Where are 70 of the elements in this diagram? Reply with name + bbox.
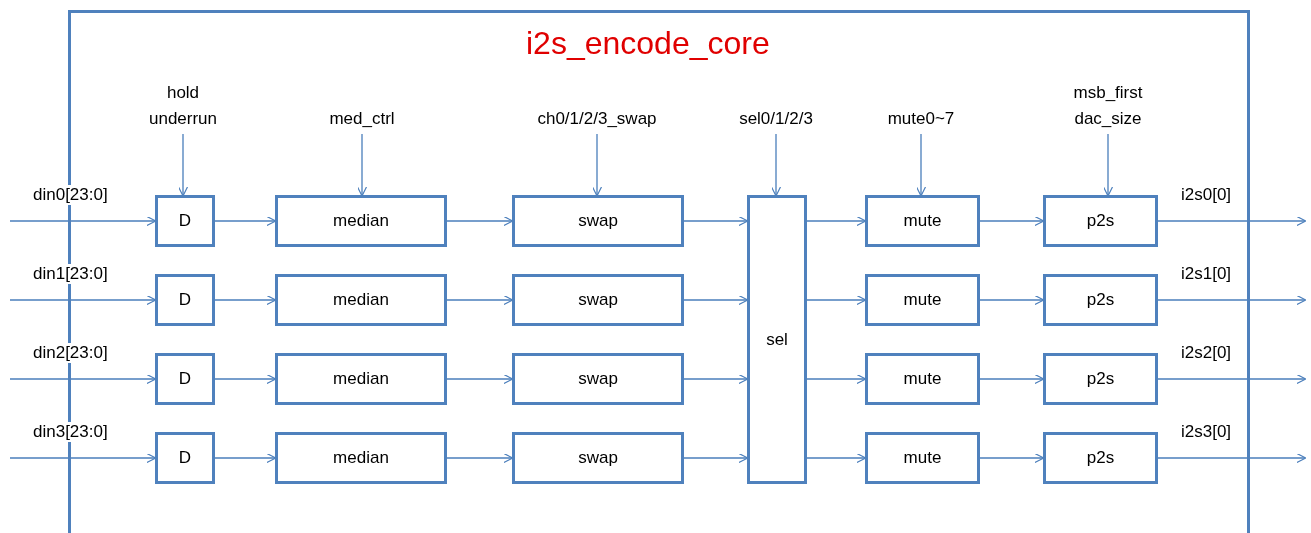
arrow — [591, 133, 603, 197]
arrow — [9, 294, 157, 306]
arrow — [446, 215, 514, 227]
arrow — [806, 294, 867, 306]
arrow — [446, 294, 514, 306]
process-box: mute — [865, 432, 980, 484]
arrow — [214, 452, 277, 464]
arrow — [356, 133, 368, 197]
arrow — [806, 452, 867, 464]
arrow — [979, 294, 1045, 306]
arrow — [979, 452, 1045, 464]
signal-label: mute0~7 — [861, 106, 981, 132]
arrow — [9, 215, 157, 227]
process-box: median — [275, 274, 447, 326]
edge-label: i2s2[0] — [1180, 343, 1233, 363]
signal-label: sel0/1/2/3 — [716, 106, 836, 132]
process-box: D — [155, 195, 215, 247]
arrow — [683, 215, 749, 227]
edge-label: din3[23:0] — [32, 422, 109, 442]
arrow — [979, 373, 1045, 385]
arrow — [446, 373, 514, 385]
process-box: median — [275, 353, 447, 405]
arrow — [683, 373, 749, 385]
process-box: D — [155, 432, 215, 484]
process-box: swap — [512, 353, 684, 405]
arrow — [683, 294, 749, 306]
process-box: D — [155, 353, 215, 405]
edge-label: i2s1[0] — [1180, 264, 1233, 284]
edge-label: i2s3[0] — [1180, 422, 1233, 442]
signal-label: ch0/1/2/3_swap — [497, 106, 697, 132]
process-box: median — [275, 195, 447, 247]
process-box: D — [155, 274, 215, 326]
arrow — [1157, 294, 1307, 306]
arrow — [683, 452, 749, 464]
arrow — [1157, 373, 1307, 385]
arrow — [1157, 215, 1307, 227]
module-title: i2s_encode_core — [526, 25, 770, 62]
arrow — [214, 373, 277, 385]
signal-label: msb_first dac_size — [1048, 80, 1168, 132]
process-box: median — [275, 432, 447, 484]
edge-label: i2s0[0] — [1180, 185, 1233, 205]
arrow — [770, 133, 782, 197]
edge-label: din1[23:0] — [32, 264, 109, 284]
process-box: mute — [865, 274, 980, 326]
arrow — [177, 133, 189, 197]
process-box: sel — [747, 195, 807, 484]
process-box: p2s — [1043, 432, 1158, 484]
arrow — [1157, 452, 1307, 464]
arrow — [214, 294, 277, 306]
arrow — [1102, 133, 1114, 197]
process-box: p2s — [1043, 353, 1158, 405]
process-box: swap — [512, 274, 684, 326]
arrow — [979, 215, 1045, 227]
process-box: p2s — [1043, 274, 1158, 326]
arrow — [446, 452, 514, 464]
process-box: swap — [512, 195, 684, 247]
arrow — [214, 215, 277, 227]
arrow — [806, 215, 867, 227]
arrow — [9, 452, 157, 464]
arrow — [915, 133, 927, 197]
process-box: mute — [865, 195, 980, 247]
signal-label: hold underrun — [140, 80, 226, 132]
arrow — [806, 373, 867, 385]
edge-label: din2[23:0] — [32, 343, 109, 363]
signal-label: med_ctrl — [312, 106, 412, 132]
process-box: mute — [865, 353, 980, 405]
process-box: p2s — [1043, 195, 1158, 247]
process-box: swap — [512, 432, 684, 484]
arrow — [9, 373, 157, 385]
edge-label: din0[23:0] — [32, 185, 109, 205]
